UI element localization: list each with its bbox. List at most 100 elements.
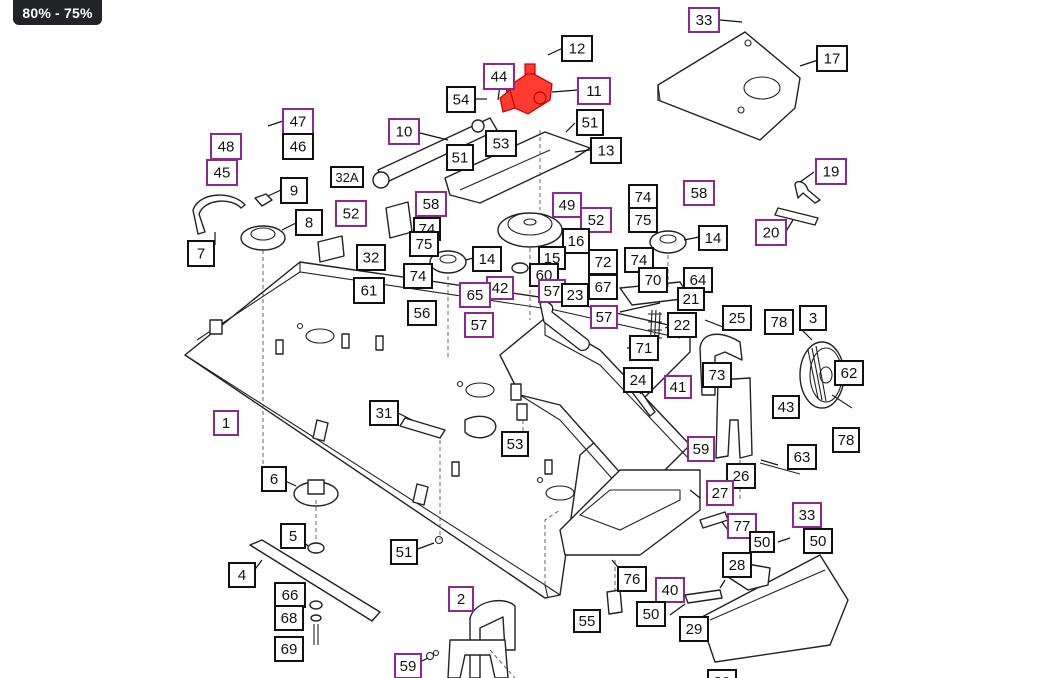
callout-label: 53 (493, 136, 510, 153)
callout-box (655, 577, 685, 603)
callout-box (787, 444, 817, 470)
callout-label: 57 (596, 309, 613, 326)
callout-label: 78 (838, 432, 855, 449)
callout-label: 73 (709, 367, 726, 384)
callout-57: 57 (590, 305, 618, 329)
callout-label: 74 (631, 252, 648, 269)
callout-label: 22 (674, 317, 691, 334)
callout-box (274, 605, 304, 631)
callout-box (688, 7, 720, 33)
callout-16: 16 (562, 228, 590, 254)
callout-label: 51 (452, 150, 469, 167)
callout-box (210, 133, 242, 160)
callout-20: 20 (755, 219, 787, 246)
callout-label: 66 (282, 587, 299, 604)
callout-43: 43 (772, 395, 800, 419)
callout-label: 77 (734, 518, 751, 535)
callout-19: 19 (815, 158, 847, 185)
callout-44: 44 (483, 63, 515, 90)
callout-label: 72 (595, 254, 612, 271)
callout-label: 20 (763, 225, 780, 242)
callout-box (483, 63, 515, 90)
callout-label: 11 (586, 83, 602, 100)
callout-label: 58 (423, 196, 440, 213)
callout-label: 29 (686, 621, 703, 638)
callout-33: 33 (688, 7, 720, 33)
callout-box (280, 177, 308, 204)
callout-label: 64 (690, 272, 707, 289)
callout-box (638, 267, 668, 293)
callout-24: 24 (623, 367, 653, 393)
callout-59: 59 (687, 436, 715, 462)
callout-27: 27 (706, 480, 734, 506)
callout-label: 75 (635, 212, 652, 229)
callout-box (282, 133, 314, 160)
callout-box (206, 159, 238, 186)
callout-box (772, 395, 800, 419)
callout-57: 57 (464, 312, 494, 338)
callout-62: 62 (834, 360, 864, 386)
callout-56: 56 (407, 300, 437, 326)
callout-label: 46 (290, 139, 307, 156)
callout-box (577, 77, 611, 105)
callout-12: 12 (561, 35, 593, 62)
callout-label: 49 (559, 197, 576, 214)
callout-box (764, 309, 794, 335)
callout-label: 76 (624, 571, 641, 588)
callout-53: 53 (485, 130, 517, 157)
callout-box (803, 528, 833, 554)
callout-9: 9 (280, 177, 308, 204)
callout-49: 49 (552, 192, 582, 218)
callout-label: 1 (222, 415, 230, 432)
callout-box (390, 539, 418, 565)
callout-box (501, 431, 529, 457)
callout-75: 75 (628, 207, 658, 233)
callout-28: 28 (722, 552, 752, 578)
callout-50: 50 (749, 531, 775, 553)
callout-label: 14 (479, 251, 496, 268)
callout-box (576, 109, 604, 136)
callout-label: 5 (289, 528, 297, 545)
callout-box (755, 219, 787, 246)
callout-69: 69 (274, 636, 304, 662)
callout-label: 50 (643, 606, 660, 623)
callout-70: 70 (638, 267, 668, 293)
callout-label: 51 (582, 115, 599, 132)
callout-label: 51 (396, 544, 413, 561)
callout-box (282, 108, 314, 135)
callout-17: 17 (816, 45, 848, 72)
callout-box (664, 375, 692, 399)
callout-label: 32 (363, 250, 380, 267)
callout-label: 17 (824, 51, 841, 68)
callout-label: 48 (218, 139, 235, 156)
callout-box (464, 312, 494, 338)
callout-63: 63 (787, 444, 817, 470)
callout-box (228, 562, 256, 588)
callout-box (687, 436, 715, 462)
callout-box (409, 231, 439, 257)
callout-box (698, 225, 728, 251)
callout-25: 25 (722, 305, 752, 331)
callout-label: 59 (693, 441, 710, 458)
discharge-tube (499, 317, 701, 556)
callout-label: 12 (569, 41, 586, 58)
callout-10: 10 (388, 118, 420, 145)
callout-33: 33 (792, 502, 822, 528)
callout-50: 50 (636, 601, 666, 627)
callout-box (706, 480, 734, 506)
top-cover (657, 31, 801, 141)
callout-label: 19 (823, 164, 840, 181)
callout-box (295, 209, 323, 236)
callout-11: 11 (577, 77, 611, 105)
callout-box (187, 240, 215, 267)
callout-box (561, 35, 593, 62)
callout-label: 32A (335, 170, 358, 185)
gearbox-highlighted (499, 63, 553, 115)
callout-label: 3 (809, 310, 817, 327)
callout-label: 57 (471, 317, 488, 334)
callout-label: 10 (396, 124, 413, 141)
callout-label: 58 (691, 185, 708, 202)
callout-32A: 32A (330, 166, 364, 188)
callout-65: 65 (459, 282, 491, 308)
callout-51: 51 (576, 109, 604, 136)
